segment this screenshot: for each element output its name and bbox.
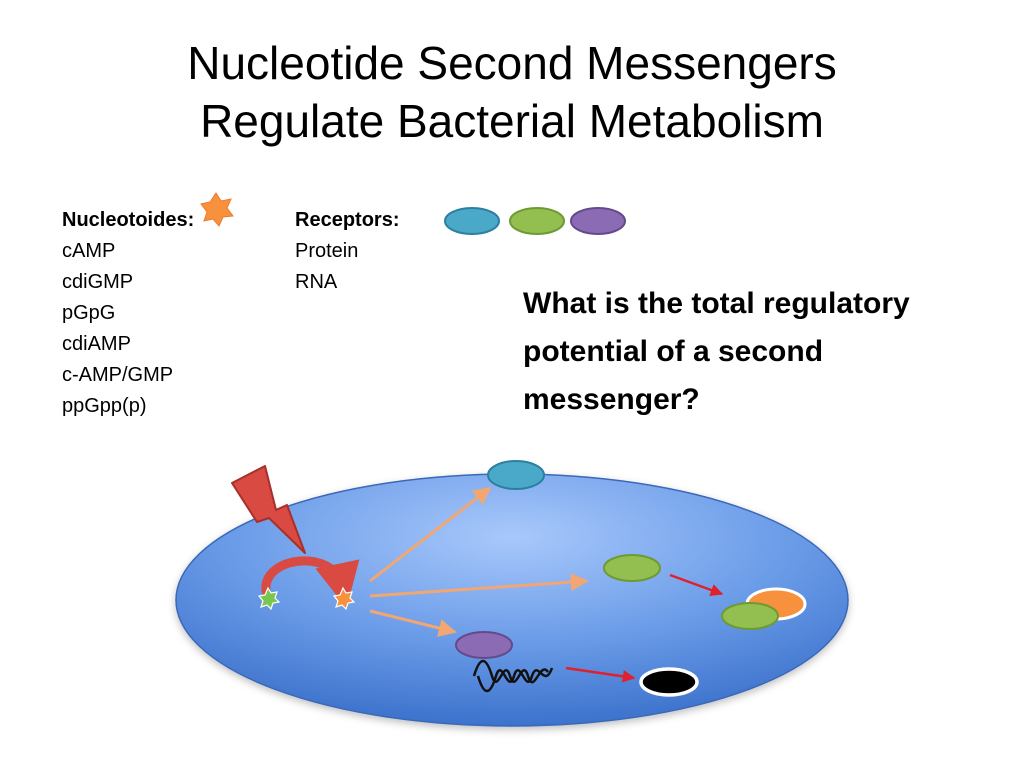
lightning-bolt-icon xyxy=(231,465,306,554)
nucleotide-item: cdiAMP xyxy=(62,333,131,355)
receptor-item: RNA xyxy=(295,271,338,293)
star-icon xyxy=(200,192,234,227)
receptor-legend-green xyxy=(509,207,565,235)
rna-receptor xyxy=(455,631,513,659)
second-messenger-star-icon xyxy=(332,586,356,611)
nucleotide-item: ppGpp(p) xyxy=(62,395,147,417)
nucleotide-item: c-AMP/GMP xyxy=(62,364,174,386)
receptor-legend-blue xyxy=(444,207,500,235)
title-line-2: Regulate Bacterial Metabolism xyxy=(200,95,824,147)
precursor-star-icon xyxy=(257,586,281,611)
effect-arrow-rna xyxy=(565,666,636,683)
receptor-legend-purple xyxy=(570,207,626,235)
pathway-arrow-rna xyxy=(369,609,457,637)
nucleotide-list: Nucleotoides: cAMP cdiGMP pGpG cdiAMP c-… xyxy=(62,205,194,422)
slide-title: Nucleotide Second Messengers Regulate Ba… xyxy=(0,34,1024,150)
title-line-1: Nucleotide Second Messengers xyxy=(187,37,837,89)
nucleotide-item: cdiGMP xyxy=(62,271,134,293)
nucleotide-item: cAMP xyxy=(62,240,116,262)
receptor-list: Receptors: Protein RNA xyxy=(295,205,399,298)
receptor-heading: Receptors: xyxy=(295,209,400,231)
target-green xyxy=(721,602,779,630)
rna-strand-icon xyxy=(476,667,554,693)
pathway-arrow-membrane xyxy=(369,486,492,583)
nucleotide-item: pGpG xyxy=(62,302,116,324)
membrane-receptor xyxy=(487,460,545,490)
conversion-arrow xyxy=(261,556,360,609)
question-text: What is the total regulatory potential o… xyxy=(523,287,910,416)
effect-arrow-protein xyxy=(669,573,724,597)
protein-receptor xyxy=(603,554,661,582)
pathway-arrow-protein xyxy=(369,573,589,598)
target-black xyxy=(639,667,699,697)
nucleotide-heading: Nucleotoides: xyxy=(62,209,195,231)
rna-strand-icon xyxy=(472,659,550,684)
receptor-item: Protein xyxy=(295,240,359,262)
